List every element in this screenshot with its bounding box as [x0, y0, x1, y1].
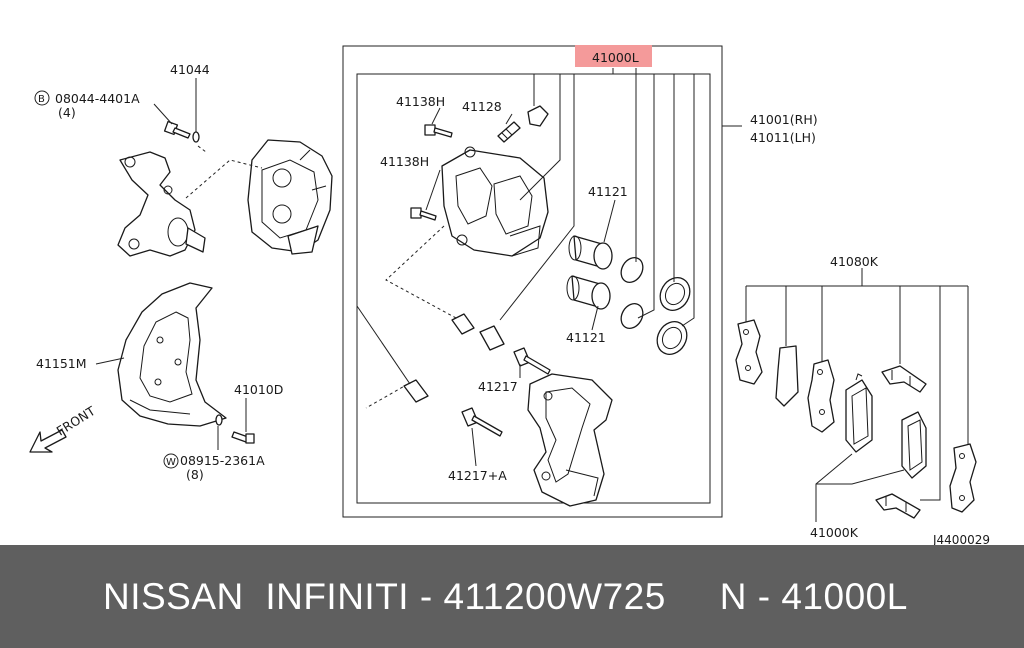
bolt-41138h-upper: [424, 124, 453, 138]
label-41151m: 41151M: [36, 356, 87, 371]
washer-mark-w: W: [166, 457, 176, 468]
label-08915-qty: (8): [186, 467, 204, 482]
pin-sleeve-upper: [479, 325, 505, 351]
label-41217: 41217: [478, 379, 518, 394]
washer-08915: [215, 414, 223, 426]
dust-shield: [117, 282, 227, 427]
label-41080k: 41080K: [830, 254, 879, 269]
piston-41121-lower: [566, 275, 611, 310]
diagram-code: J4400029: [932, 533, 990, 545]
label-41044: 41044: [170, 62, 210, 77]
dust-boot-upper: [659, 277, 691, 311]
shim-1: [735, 319, 763, 385]
caliper-on-knuckle: [247, 139, 333, 255]
label-08044: 08044-4401A: [55, 91, 140, 106]
dust-boot-lower: [656, 321, 688, 355]
bolt-mark-b: B: [38, 94, 45, 105]
highlight-41000l: [575, 45, 652, 67]
label-41011-lh: 41011(LH): [750, 130, 816, 145]
bolt-41138h-lower: [410, 207, 437, 221]
pin-boot-upper: [451, 313, 475, 335]
bolt-mark-b-icon: [34, 90, 50, 106]
bolt-08044: [163, 120, 191, 139]
label-41121-upper: 41121: [588, 184, 628, 199]
bleeder-screw-41128: [497, 105, 549, 143]
pad-inner: [901, 411, 927, 479]
label-41000k: 41000K: [810, 525, 859, 540]
label-41138h-lower: 41138H: [380, 154, 429, 169]
brake-caliper-exploded-diagram: 41044 B 08044-4401A (4) 41138H 41128 411…: [29, 45, 990, 545]
front-arrow-icon: [29, 429, 67, 453]
piston-seal-upper: [620, 257, 644, 283]
caliper-assembly-frame: [342, 45, 723, 518]
label-41000l: 41000L: [592, 50, 639, 65]
pad-clip-lower: [875, 493, 921, 519]
washer-41044: [192, 131, 200, 143]
label-41121-lower: 41121: [566, 330, 606, 345]
pin-boot-lower: [403, 379, 429, 403]
label-41128: 41128: [462, 99, 502, 114]
bolt-41010d: [231, 431, 255, 444]
piston-41121-upper: [568, 235, 613, 270]
label-41217a: 41217+A: [448, 468, 507, 483]
part-number-banner: NISSAN INFINITI - 411200W725 N - 41000L: [0, 545, 1024, 648]
label-41010d: 41010D: [234, 382, 283, 397]
piston-seal-lower: [620, 303, 644, 329]
guide-pin-41217: [513, 347, 551, 375]
shim-3: [807, 359, 835, 433]
caliper-subassembly-frame: [356, 73, 711, 504]
shim-4: [949, 443, 977, 513]
guide-pin-41217a: [461, 407, 503, 437]
washer-mark-w-icon: [163, 453, 179, 469]
shim-2: [775, 345, 799, 407]
caliper-bracket: [527, 373, 613, 507]
label-08915: 08915-2361A: [180, 453, 265, 468]
steering-knuckle: [117, 151, 206, 257]
pad-clip-upper: [881, 365, 927, 393]
part-number-text: NISSAN INFINITI - 411200W725 N - 41000L: [103, 575, 908, 617]
label-front: FRONT: [54, 403, 98, 439]
label-41001-rh: 41001(RH): [750, 112, 818, 127]
label-08044-qty: (4): [58, 105, 76, 120]
caliper-body: [441, 146, 549, 257]
pad-outer: [845, 373, 873, 453]
label-41138h-upper: 41138H: [396, 94, 445, 109]
